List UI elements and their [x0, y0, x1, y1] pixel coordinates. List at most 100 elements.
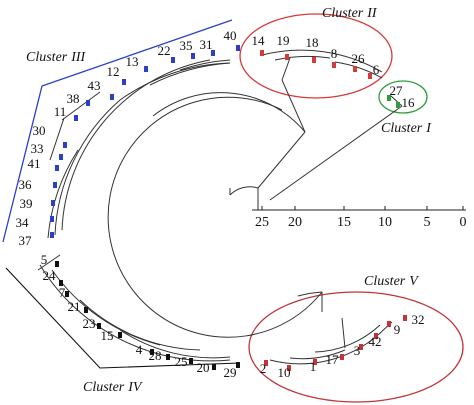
leaf-node: 37 — [19, 232, 54, 248]
leaf-node: 34 — [16, 215, 54, 230]
leaf-node: 24 — [43, 268, 63, 286]
leaf-node: 5 — [41, 252, 59, 267]
leaf-label: 33 — [31, 141, 44, 156]
leaf-marker — [211, 50, 215, 56]
leaf-marker — [110, 94, 114, 100]
leaf-label: 42 — [369, 334, 382, 349]
leaf-node: 26 — [352, 51, 365, 72]
leaf-node: 17 — [326, 352, 344, 367]
leaf-marker — [65, 291, 69, 297]
leaf-marker — [264, 360, 268, 366]
leaf-label: 39 — [20, 196, 33, 211]
leaf-marker — [287, 365, 291, 371]
leaf-marker — [260, 50, 264, 56]
leaf-marker — [50, 216, 54, 222]
leaf-label: 34 — [16, 215, 30, 230]
leaf-node: 10 — [278, 365, 291, 380]
scale-tick-label: 20 — [288, 215, 302, 230]
leaf-node: 40 — [224, 28, 240, 51]
leaf-marker — [122, 79, 126, 85]
leaf-node: 38 — [67, 91, 90, 106]
leaf-label: 14 — [252, 33, 266, 48]
leaf-marker — [285, 54, 289, 60]
leaf-label: 30 — [33, 123, 46, 138]
leaf-marker — [63, 142, 67, 148]
leaf-label: 2 — [260, 361, 267, 376]
leaf-node: 20 — [197, 360, 216, 375]
leaf-node: 4 — [136, 342, 154, 357]
leaf-node: 27 — [387, 83, 403, 101]
leaf-label: 1 — [310, 359, 317, 374]
leaf-marker — [86, 100, 90, 106]
leaf-marker — [53, 182, 57, 188]
leaf-label: 31 — [200, 37, 213, 52]
leaf-label: 20 — [197, 360, 210, 375]
leaf-marker — [55, 165, 59, 171]
leaf-label: 5 — [41, 252, 48, 267]
leaf-marker — [353, 66, 357, 72]
leaf-node: 3 — [354, 343, 363, 358]
scale-tick-label: 5 — [424, 215, 431, 230]
leaf-node: 28 — [149, 348, 170, 363]
leaf-label: 13 — [126, 54, 139, 69]
leaf-label: 36 — [19, 177, 33, 192]
leaf-node: 6 — [368, 62, 380, 79]
leaf-node: 33 — [31, 141, 63, 160]
leaf-marker — [236, 362, 240, 368]
scale-tick-label: 0 — [460, 215, 467, 230]
leaf-marker — [171, 57, 175, 63]
leaf-label: 15 — [101, 328, 114, 343]
leaf-marker — [51, 200, 55, 206]
leaf-node: 11 — [54, 104, 78, 121]
leaf-node: 25 — [175, 354, 193, 369]
leaf-marker — [387, 321, 391, 327]
leaf-node: 32 — [403, 312, 425, 327]
leaf-marker — [212, 364, 216, 370]
leaf-marker — [396, 102, 400, 108]
leaf-marker — [84, 307, 88, 313]
leaf-node: 31 — [200, 37, 215, 56]
leaf-label: 29 — [224, 365, 237, 380]
leaf-label: 12 — [107, 64, 120, 79]
leaf-marker — [189, 358, 193, 364]
scale-tick-label: 25 — [255, 215, 269, 230]
leaf-node: 14 — [252, 33, 266, 56]
leaf-node: 43 — [88, 78, 114, 100]
leaf-marker — [374, 333, 378, 339]
cluster-3-outline — [2, 19, 233, 243]
leaf-marker — [150, 349, 154, 355]
cluster-2-ellipse — [239, 13, 393, 99]
leaf-label: 7 — [59, 285, 66, 300]
leaf-label: 22 — [158, 43, 171, 58]
leaf-marker — [332, 62, 336, 68]
leaf-node: 22 — [158, 43, 175, 63]
leaf-node: 15 — [101, 328, 122, 343]
leaf-label: 37 — [19, 233, 33, 248]
leaf-marker — [166, 354, 170, 360]
leaf-marker — [359, 344, 363, 350]
leaf-marker — [50, 232, 54, 238]
leaf-marker — [312, 57, 316, 63]
leaf-label: 19 — [277, 33, 290, 48]
leaf-marker — [191, 53, 195, 59]
leaf-label: 9 — [394, 322, 401, 337]
leaf-marker — [144, 66, 148, 72]
leaf-node: 9 — [387, 321, 400, 337]
leaf-label: 17 — [326, 352, 340, 367]
leaf-marker — [118, 332, 122, 338]
leaf-label: 32 — [412, 312, 425, 327]
leaf-node: 1 — [310, 359, 317, 374]
leaf-node: 42 — [369, 333, 382, 349]
cluster-1-ellipse — [378, 80, 428, 114]
leaf-marker — [403, 315, 407, 321]
scale-tick-label: 15 — [337, 215, 351, 230]
leaf-marker — [340, 354, 344, 360]
leaf-label: 8 — [331, 46, 338, 61]
leaf-label: 38 — [67, 91, 80, 106]
leaf-marker — [368, 73, 372, 79]
